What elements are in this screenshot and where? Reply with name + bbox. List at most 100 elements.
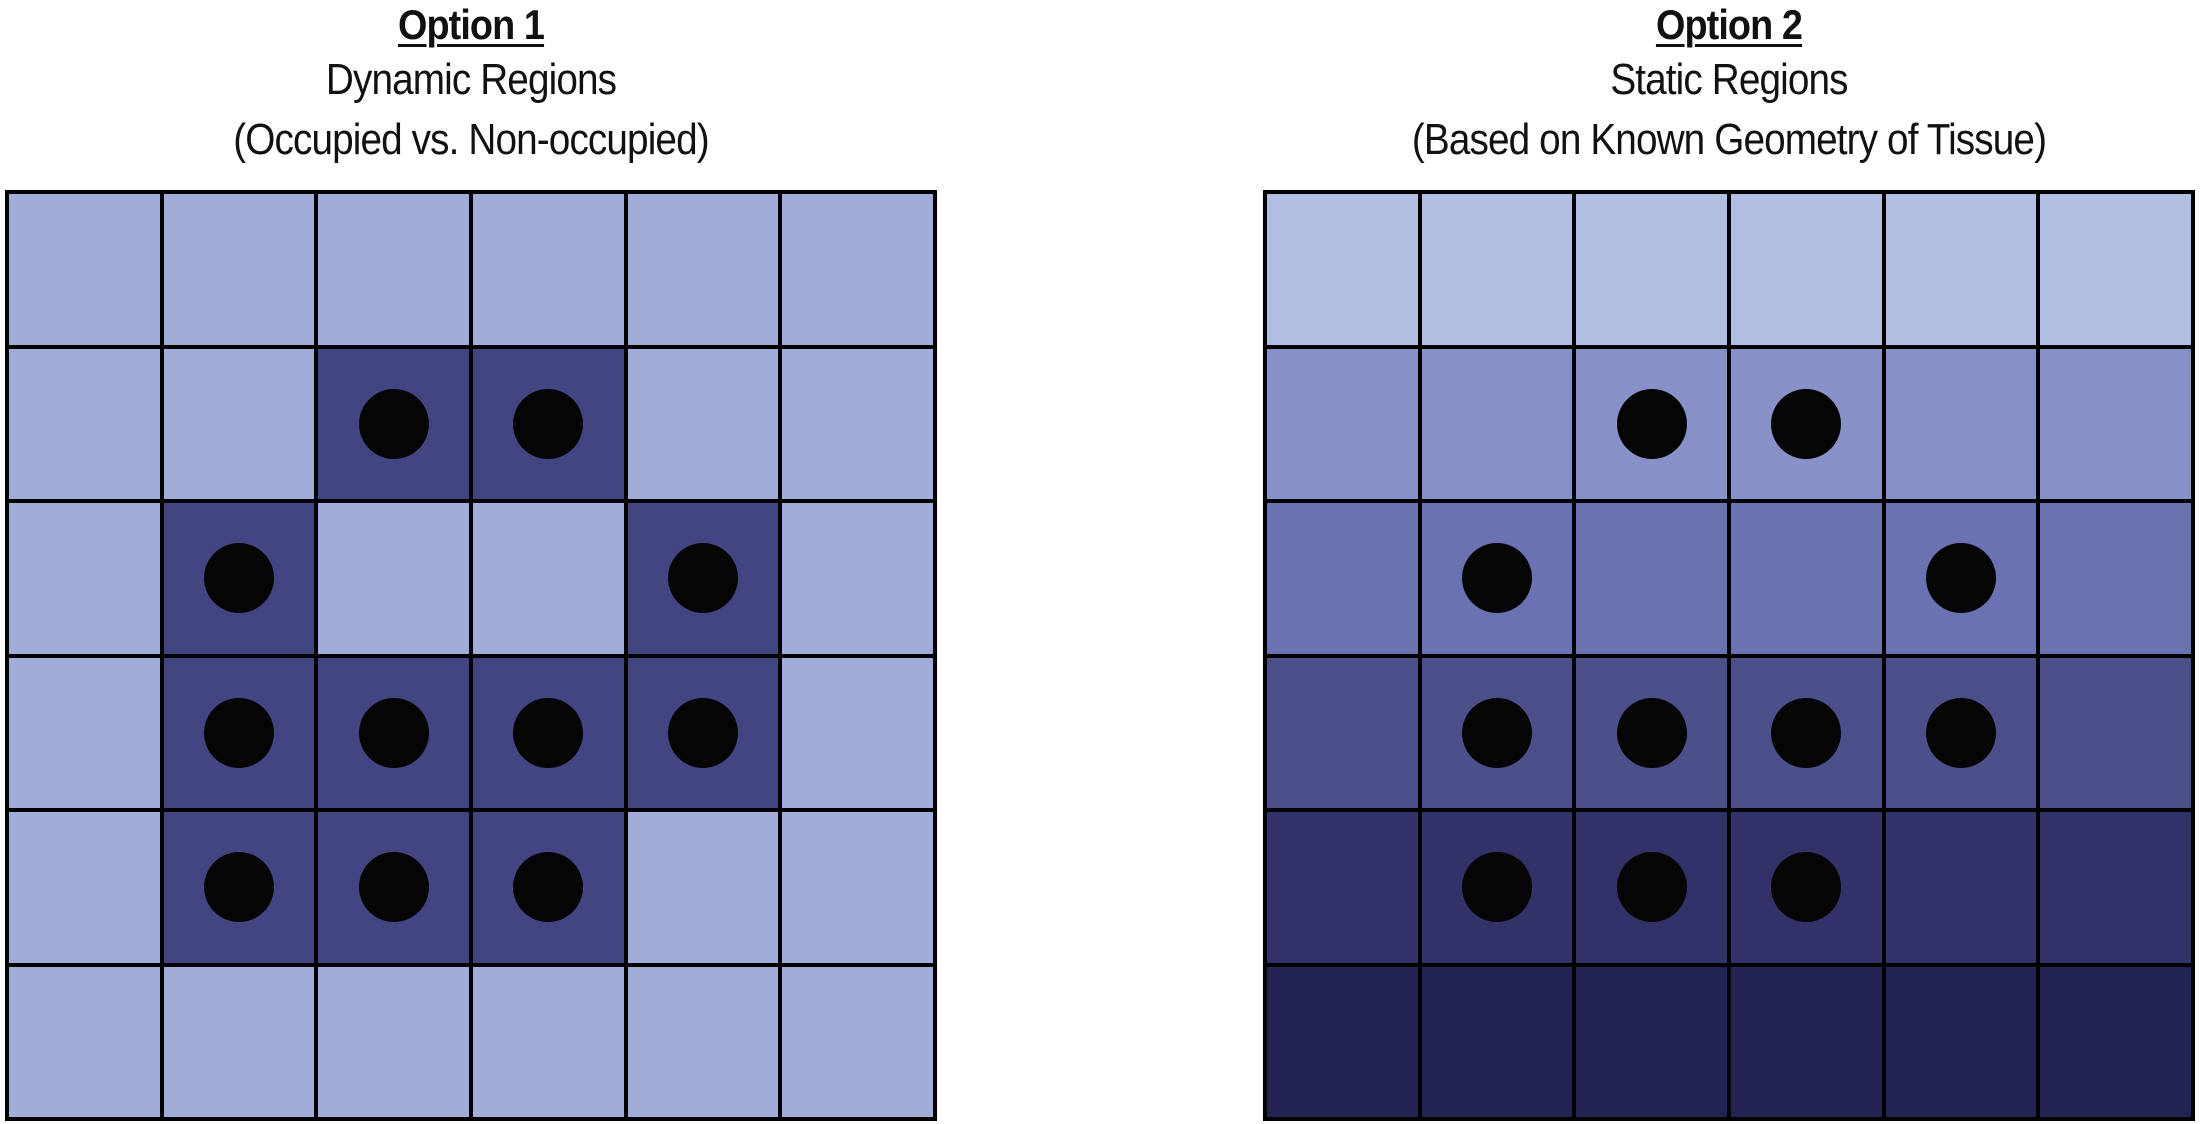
grid-cell — [1731, 966, 1882, 1117]
grid-cell — [1267, 966, 1418, 1117]
grid-cell — [473, 657, 624, 808]
grid-cell — [2040, 812, 2191, 963]
grid-cell — [1731, 194, 1882, 345]
grid-cell — [1421, 812, 1573, 963]
grid-cell — [318, 503, 469, 654]
cell-dot-icon — [1616, 852, 1687, 923]
grid-cell — [627, 503, 779, 654]
grid-cell — [1885, 812, 2037, 963]
option-1-subtitle: Dynamic Regions — [325, 55, 617, 104]
grid-cell — [782, 503, 933, 654]
grid-cell — [2040, 194, 2191, 345]
cell-dot-icon — [1925, 697, 1996, 768]
grid-cell — [9, 194, 160, 345]
grid-cell — [1421, 348, 1573, 499]
grid-cell — [1576, 194, 1727, 345]
grid-cell — [163, 348, 315, 499]
grid-cell — [2040, 966, 2191, 1117]
grid-cell — [627, 348, 779, 499]
grid-cell — [473, 348, 624, 499]
grid-cell — [163, 657, 315, 808]
cell-dot-icon — [358, 388, 429, 459]
grid-cell — [1267, 348, 1418, 499]
grid-cell — [9, 966, 160, 1117]
grid-cell — [1576, 503, 1727, 654]
grid-cell — [473, 503, 624, 654]
cell-dot-icon — [667, 543, 738, 614]
grid-cell — [627, 966, 779, 1117]
cell-dot-icon — [203, 852, 274, 923]
grid-cell — [1731, 348, 1882, 499]
grid-cell — [627, 657, 779, 808]
cell-dot-icon — [358, 697, 429, 768]
grid-cell — [1421, 503, 1573, 654]
option-2-caption: (Based on Known Geometry of Tissue) — [1411, 115, 2047, 164]
grid-cell — [318, 348, 469, 499]
cell-dot-icon — [1925, 543, 1996, 614]
grid-cell — [9, 348, 160, 499]
grid-cell — [782, 812, 933, 963]
grid-cell — [9, 812, 160, 963]
grid-cell — [1421, 657, 1573, 808]
grid-cell — [163, 503, 315, 654]
grid-cell — [473, 966, 624, 1117]
option-1-titles: Option 1 Dynamic Regions (Occupied vs. N… — [5, 0, 937, 170]
grid-cell — [2040, 348, 2191, 499]
grid-cell — [318, 966, 469, 1117]
grid-cell — [2040, 657, 2191, 808]
grid-cell — [1576, 348, 1727, 499]
grid-cell — [1885, 657, 2037, 808]
cell-dot-icon — [1771, 388, 1842, 459]
grid-cell — [627, 812, 779, 963]
grid-cell — [1885, 503, 2037, 654]
grid-cell — [1885, 966, 2037, 1117]
cell-dot-icon — [667, 697, 738, 768]
cell-dot-icon — [358, 852, 429, 923]
grid-cell — [1576, 657, 1727, 808]
cell-dot-icon — [1771, 697, 1842, 768]
grid-cell — [1421, 966, 1573, 1117]
cell-dot-icon — [513, 388, 584, 459]
grid-cell — [9, 503, 160, 654]
grid-cell — [1731, 503, 1882, 654]
option-2-grid — [1263, 190, 2195, 1121]
grid-cell — [2040, 503, 2191, 654]
cell-dot-icon — [1461, 543, 1532, 614]
grid-cell — [1267, 194, 1418, 345]
grid-cell — [318, 194, 469, 345]
grid-cell — [1267, 503, 1418, 654]
grid-cell — [1731, 812, 1882, 963]
option-2-titles: Option 2 Static Regions (Based on Known … — [1263, 0, 2195, 170]
grid-cell — [318, 812, 469, 963]
grid-cell — [9, 657, 160, 808]
cell-dot-icon — [1771, 852, 1842, 923]
grid-cell — [1885, 348, 2037, 499]
grid-cell — [627, 194, 779, 345]
cell-dot-icon — [203, 543, 274, 614]
grid-cell — [473, 812, 624, 963]
cell-dot-icon — [513, 697, 584, 768]
grid-cell — [163, 966, 315, 1117]
grid-cell — [1576, 812, 1727, 963]
cell-dot-icon — [1461, 697, 1532, 768]
grid-cell — [782, 194, 933, 345]
option-1-grid — [5, 190, 937, 1121]
option-1-caption: (Occupied vs. Non-occupied) — [233, 115, 709, 164]
grid-cell — [1731, 657, 1882, 808]
cell-dot-icon — [1461, 852, 1532, 923]
cell-dot-icon — [203, 697, 274, 768]
grid-cell — [1885, 194, 2037, 345]
grid-cell — [1576, 966, 1727, 1117]
option-1-panel: Option 1 Dynamic Regions (Occupied vs. N… — [5, 0, 937, 1124]
cell-dot-icon — [1616, 388, 1687, 459]
grid-cell — [163, 812, 315, 963]
grid-cell — [1267, 657, 1418, 808]
grid-cell — [163, 194, 315, 345]
grid-cell — [1267, 812, 1418, 963]
option-2-subtitle: Static Regions — [1610, 55, 1848, 104]
grid-cell — [473, 194, 624, 345]
grid-cell — [782, 966, 933, 1117]
grid-cell — [782, 348, 933, 499]
option-1-title: Option 1 — [397, 1, 545, 48]
grid-cell — [318, 657, 469, 808]
